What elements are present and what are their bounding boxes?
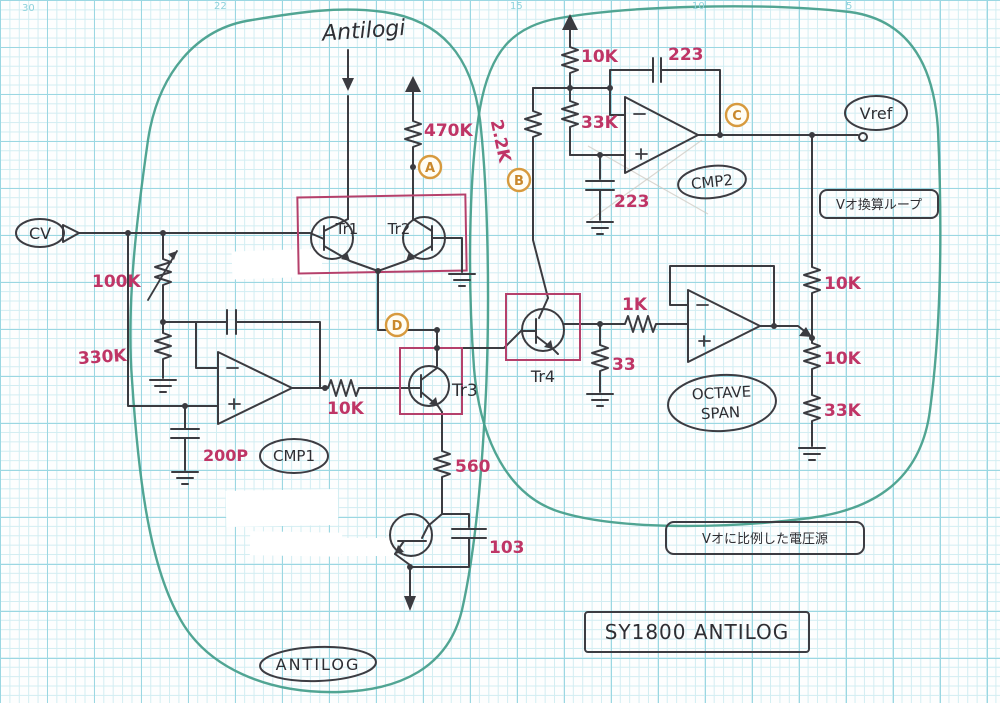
pencil-construction-lines [587,139,709,221]
cv-input-buffer [62,224,80,243]
capacitor-feedback-cmp1 [226,309,237,335]
r33k-b-label: 33K [824,401,862,421]
transistor-tr4 [520,297,565,355]
resistor-10k-a [803,263,821,301]
ground-symbols-right [586,221,826,461]
voct-loop-note: Vオ換算ループ [836,198,922,213]
node-d-label: D [392,319,403,334]
cv-oval [15,218,65,248]
ruler-15: 15 [510,1,523,12]
span-label: SPAN [701,403,741,423]
cv-label: CV [29,224,51,243]
tr1-label: Tr1 [335,220,359,238]
r10k-cmp1-label: 10K [327,399,365,419]
c103-label: 103 [489,538,525,558]
cmp2-label: CMP2 [690,171,734,193]
transistor-tr2 [377,216,463,273]
resistor-33 [591,341,609,379]
capacitor-223-feedback [652,57,662,83]
octave-span-oval [667,373,777,433]
r10k-top-label: 10K [581,47,619,67]
r33k-top-label: 33K [581,113,619,133]
node-b-marker: B [506,167,532,193]
c223-gnd-label: 223 [614,192,650,212]
r10k-a-label: 10K [824,274,862,294]
cmp2-oval [677,164,747,200]
transistor-tr1 [309,216,379,272]
tr2-label: Tr2 [387,220,411,238]
transistor-bottom-sink [389,513,443,557]
matched-pair-box [296,193,468,275]
resistor-2-2k [524,107,542,145]
vref-oval [844,95,908,131]
r10k-b-label: 10K [824,349,862,369]
r22k-label: 2.2K [486,118,515,165]
vref-terminal [858,132,868,142]
cmp1-oval [259,438,329,474]
capacitor-200p [170,428,200,439]
antilog-oval [259,645,377,683]
voltage-source-note-box [665,521,865,555]
resistor-1k [621,315,661,333]
title-label: SY1800 ANTILOG [605,620,790,644]
opamp-octave-buffer [687,289,761,363]
node-a-label: A [425,161,435,176]
antilog-section-label: ANTILOG [276,655,361,674]
cmp1-label: CMP1 [273,447,315,465]
c223-fb-label: 223 [668,45,704,65]
r470k-label: 470K [424,121,473,141]
right-section-outline [468,5,942,528]
capacitor-103 [451,528,487,539]
ruler-5: 5 [846,1,852,12]
node-a-marker: A [417,154,443,180]
resistor-10k-b [803,339,821,377]
title-box [584,611,810,653]
transistor-tr3 [408,365,450,413]
r560-label: 560 [455,457,491,477]
capacitor-223-ground [585,180,615,191]
tr4-box [505,293,581,361]
resistor-470k [404,117,422,155]
antilog-input-label: Antilogi [319,16,406,47]
vref-label: Vref [860,104,893,123]
right-wires [532,14,859,447]
voltage-source-note: Vオに比例した電圧源 [702,532,828,547]
node-b-label: B [514,174,524,189]
resistor-33k-top [561,97,579,135]
resistor-10k-cmp1 [324,379,364,397]
ruler-30: 30 [22,3,35,14]
octave-label: OCTAVE [691,382,751,403]
junction-dots [125,85,815,570]
r100k-label: 100K [92,272,141,292]
opamp-cmp1 [217,351,293,425]
ground-symbols-left [149,273,476,485]
ruler-numbers: 30 22 15 10 5 [22,1,852,14]
resistor-10k-top [561,43,579,81]
left-section-outline [129,8,490,694]
tr3-label: Tr3 [451,381,478,401]
r330k-label: 330K [77,346,128,369]
tr3-box [399,347,463,415]
resistor-330k [154,329,172,367]
node-c-marker: C [724,102,750,128]
r1k-label: 1K [622,295,648,315]
ruler-22: 22 [214,1,227,12]
resistor-100k [147,250,178,301]
tr4-label: Tr4 [530,367,555,386]
node-c-label: C [732,109,742,124]
resistor-33k-b [803,391,821,429]
node-d-marker: D [384,312,410,338]
resistor-560 [433,447,451,485]
r33-label: 33 [612,355,636,375]
whiteout-smudges [225,248,394,557]
opamp-cmp2 [624,96,699,174]
c200p-label: 200P [203,446,248,465]
ruler-10: 10 [692,1,705,12]
voct-loop-note-box [819,189,939,219]
